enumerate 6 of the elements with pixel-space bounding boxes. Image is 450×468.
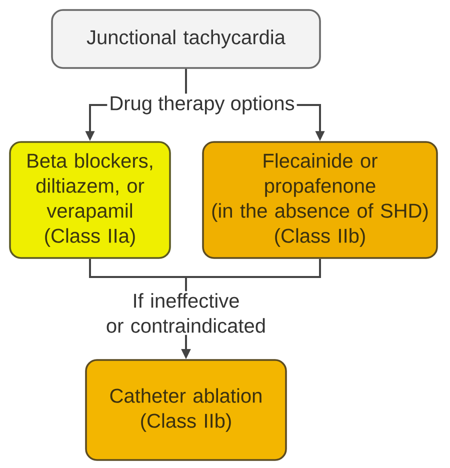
start-box: Junctional tachycardia (51, 9, 321, 69)
treatment-box: Beta blockers, diltiazem, or verapamil (Class IIa) (9, 141, 171, 259)
treatment-box: Catheter ablation (Class IIb) (85, 359, 287, 461)
edge-label: If ineffective or contraindicated (99, 291, 273, 335)
treatment-box: Flecainide or propafenone (in the absence of SHD) (Class IIb) (202, 141, 438, 259)
edge-label: Drug therapy options (107, 94, 297, 116)
